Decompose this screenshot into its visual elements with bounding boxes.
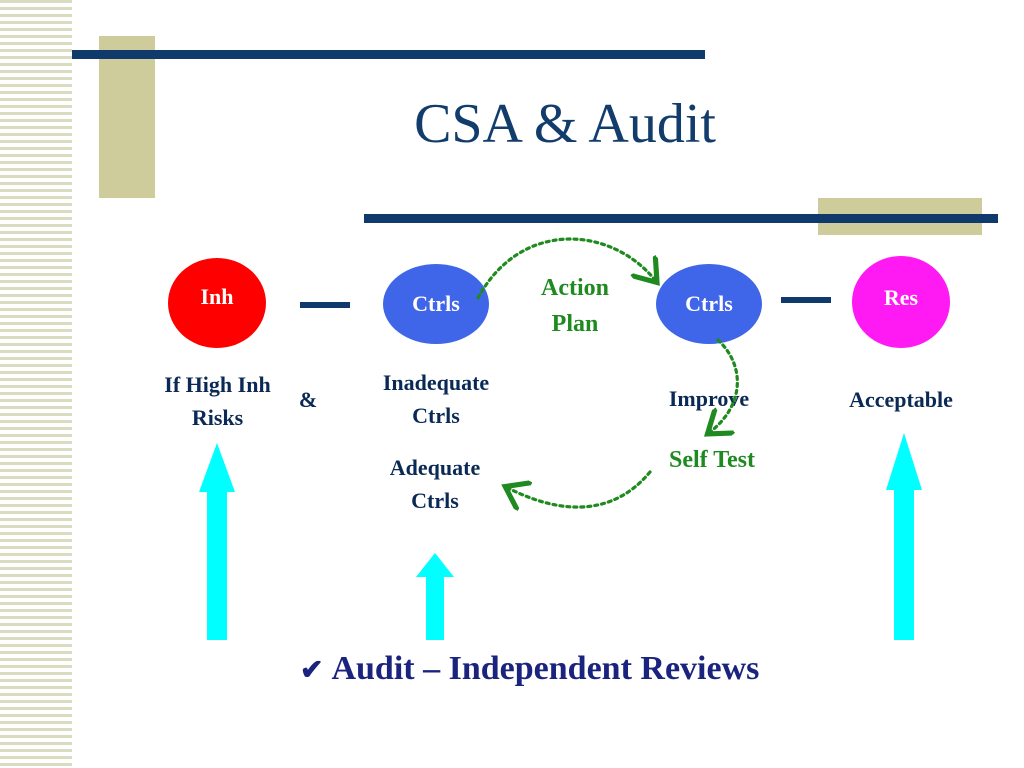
checkmark-icon: ✔ [300,655,324,686]
footer-text: Audit – Independent Reviews [331,650,760,687]
self-test-return-arrow [508,470,652,507]
ctrls-left-label: Ctrls [412,291,460,316]
high-inh-risks-text: If High Inh Risks [164,372,271,430]
minus-sign-left [300,302,350,308]
inadequate-ctrls-text: Inadequate Ctrls [382,370,490,428]
improve-arrow [710,338,739,432]
inadequate-ctrls-label: Inadequate Ctrls [362,366,510,432]
cyan-arrow-left [199,443,235,640]
high-inh-risks-label: If High Inh Risks [140,368,295,434]
inh-circle-label: Inh [200,284,234,309]
tan-block-left [99,36,155,198]
slide-title: CSA & Audit [414,93,716,155]
inh-circle: Inh [168,258,266,348]
cyan-arrow-middle [416,553,454,640]
footer-caption: ✔Audit – Independent Reviews [300,650,860,688]
action-plan-text: Action Plan [541,275,609,337]
cyan-arrow-right [886,433,922,640]
self-test-label: Self Test [668,447,755,473]
adequate-ctrls-text: Adequate Ctrls [389,455,481,513]
under-title-rule [364,214,998,223]
top-rule [72,50,705,59]
action-plan-label: Action Plan [520,270,630,342]
minus-sign-right [781,297,831,303]
ctrls-left-circle: Ctrls [383,264,489,344]
ctrls-right-circle: Ctrls [656,264,762,344]
ctrls-right-label: Ctrls [685,291,733,316]
res-circle: Res [852,256,950,348]
ampersand-label: & [298,387,318,412]
res-circle-label: Res [883,285,919,310]
acceptable-label: Acceptable [849,387,953,412]
adequate-ctrls-label: Adequate Ctrls [365,451,505,517]
action-plan-arrow [476,237,655,300]
decorative-stripes [0,0,72,768]
